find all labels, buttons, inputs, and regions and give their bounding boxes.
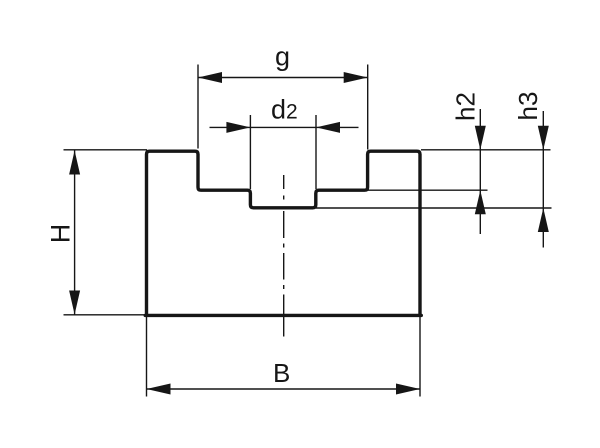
svg-text:H: H [46, 224, 76, 244]
svg-text:g: g [275, 42, 290, 72]
svg-text:h2: h2 [450, 92, 480, 121]
svg-text:d2: d2 [271, 94, 298, 124]
svg-text:h3: h3 [513, 92, 543, 121]
svg-text:B: B [273, 358, 290, 388]
